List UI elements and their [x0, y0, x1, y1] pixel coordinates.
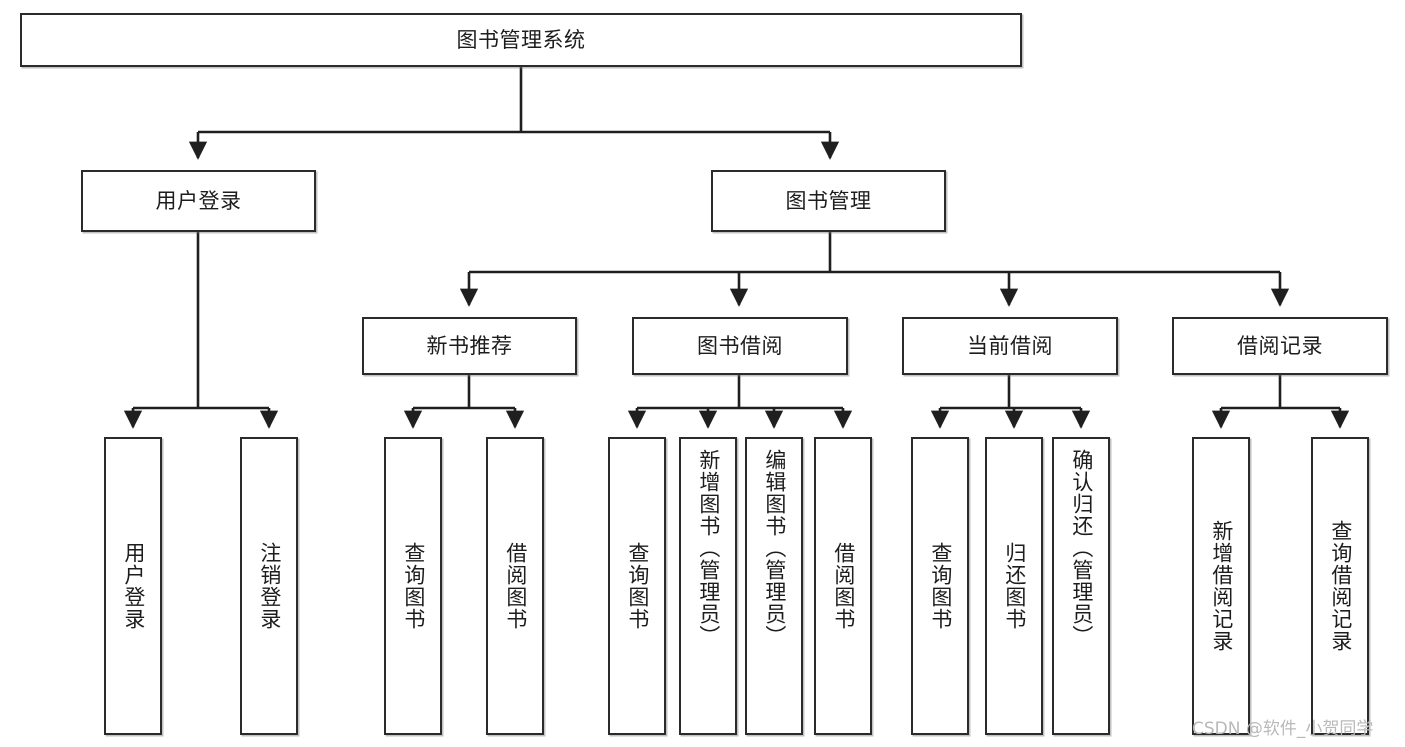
- node-label: 新增借阅记录: [1209, 520, 1234, 652]
- node-label: 确认归还（管理员）: [1069, 449, 1094, 647]
- leaf-query-book-recommend[interactable]: 查询图书: [384, 437, 442, 735]
- node-label: 新增图书（管理员）: [696, 449, 721, 647]
- leaf-query-book-borrow[interactable]: 查询图书: [608, 437, 666, 735]
- node-label: 借阅图书: [503, 542, 528, 630]
- leaf-user-logout[interactable]: 注销登录: [240, 437, 298, 735]
- node-label: 归还图书: [1002, 542, 1027, 630]
- node-label: 新书推荐: [426, 333, 513, 358]
- node-label: 查询图书: [625, 542, 650, 630]
- node-label: 用户登录: [155, 188, 242, 213]
- leaf-query-borrow-record[interactable]: 查询借阅记录: [1311, 437, 1369, 735]
- node-user-login[interactable]: 用户登录: [81, 170, 316, 232]
- leaf-user-login[interactable]: 用户登录: [104, 437, 162, 735]
- leaf-borrow-book-recommend[interactable]: 借阅图书: [486, 437, 544, 735]
- node-label: 编辑图书（管理员）: [762, 449, 787, 647]
- node-book-management[interactable]: 图书管理: [711, 170, 946, 232]
- node-label: 注销登录: [257, 542, 282, 630]
- node-label: 借阅图书: [831, 542, 856, 630]
- node-label: 图书借阅: [697, 333, 783, 358]
- csdn-watermark: CSDN @软件_小贺同学: [1192, 719, 1374, 739]
- node-label: 图书管理: [785, 188, 872, 213]
- node-current-borrow[interactable]: 当前借阅: [902, 317, 1118, 375]
- node-label: 查询借阅记录: [1328, 520, 1353, 652]
- leaf-query-book-current[interactable]: 查询图书: [911, 437, 969, 735]
- leaf-return-book[interactable]: 归还图书: [985, 437, 1043, 735]
- node-label: 借阅记录: [1237, 333, 1323, 358]
- node-root-system[interactable]: 图书管理系统: [20, 13, 1022, 67]
- node-label: 图书管理系统: [456, 27, 586, 52]
- node-new-book-recommend[interactable]: 新书推荐: [362, 317, 577, 375]
- leaf-edit-book-admin[interactable]: 编辑图书（管理员）: [745, 437, 803, 735]
- node-label: 用户登录: [121, 542, 146, 630]
- node-borrow-records[interactable]: 借阅记录: [1172, 317, 1388, 375]
- leaf-add-borrow-record[interactable]: 新增借阅记录: [1192, 437, 1250, 735]
- node-label: 当前借阅: [967, 333, 1053, 358]
- node-book-borrow[interactable]: 图书借阅: [632, 317, 848, 375]
- node-label: 查询图书: [401, 542, 426, 630]
- leaf-add-book-admin[interactable]: 新增图书（管理员）: [679, 437, 737, 735]
- leaf-confirm-return-admin[interactable]: 确认归还（管理员）: [1052, 437, 1110, 735]
- leaf-borrow-book[interactable]: 借阅图书: [814, 437, 872, 735]
- node-label: 查询图书: [928, 542, 953, 630]
